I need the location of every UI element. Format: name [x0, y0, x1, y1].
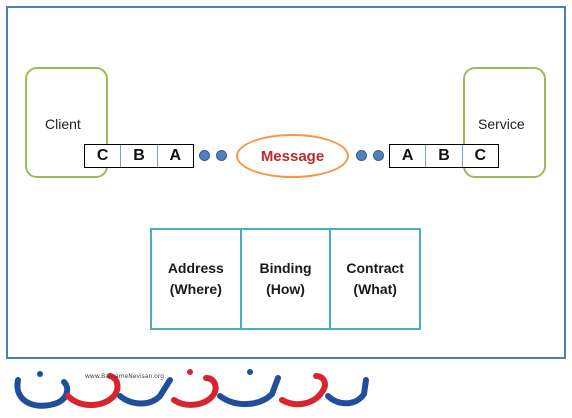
logo-dot-1 [37, 371, 43, 377]
logo-stroke-red-3 [279, 373, 328, 408]
service-connector-dot-1 [356, 150, 367, 161]
logo-stroke-blue-4 [325, 377, 369, 407]
service-stack-cell-a: A [390, 145, 427, 167]
client-stack-cell-a: A [169, 147, 182, 164]
abc-contract-title: Contract [346, 260, 404, 276]
abc-address-title: Address [167, 260, 224, 276]
client-connector-dot-2 [216, 150, 227, 161]
client-label: Client [45, 116, 81, 132]
client-connector-dot-1 [199, 150, 210, 161]
abc-table: Address (Where) Binding (How) Contract (… [150, 228, 421, 330]
logo-stroke-red-1 [65, 373, 121, 408]
abc-binding-title: Binding [259, 260, 312, 276]
client-stack-cell-c: C [85, 145, 122, 167]
logo-dot-2 [187, 369, 193, 375]
abc-cell-address: Address (Where) [152, 230, 242, 328]
service-stack-cell-b: B [426, 145, 463, 167]
service-abc-stack: A B C [389, 144, 499, 168]
client-abc-stack: C B A [84, 144, 194, 168]
site-logo [14, 369, 369, 409]
service-box [463, 67, 546, 178]
message-ellipse: Message [236, 134, 349, 178]
client-stack-cell-b: B [121, 145, 158, 167]
service-connector-dot-2 [373, 150, 384, 161]
logo-stroke-blue-3 [217, 375, 281, 407]
service-stack-cell-c: C [474, 147, 487, 164]
logo-stroke-blue-1 [14, 377, 71, 409]
logo-stroke-blue-2 [117, 377, 173, 407]
abc-cell-binding: Binding (How) [242, 230, 332, 328]
logo-url: www.BarnameNevisan.org [85, 373, 164, 380]
logo-dot-3 [247, 369, 253, 375]
abc-cell-contract: Contract (What) [331, 230, 419, 328]
logo-stroke-red-2 [171, 375, 219, 408]
abc-address-subtitle: (Where) [169, 281, 222, 297]
abc-binding-subtitle: (How) [266, 281, 305, 297]
abc-contract-subtitle: (What) [353, 281, 397, 297]
client-box [25, 67, 108, 178]
service-label: Service [478, 116, 525, 132]
